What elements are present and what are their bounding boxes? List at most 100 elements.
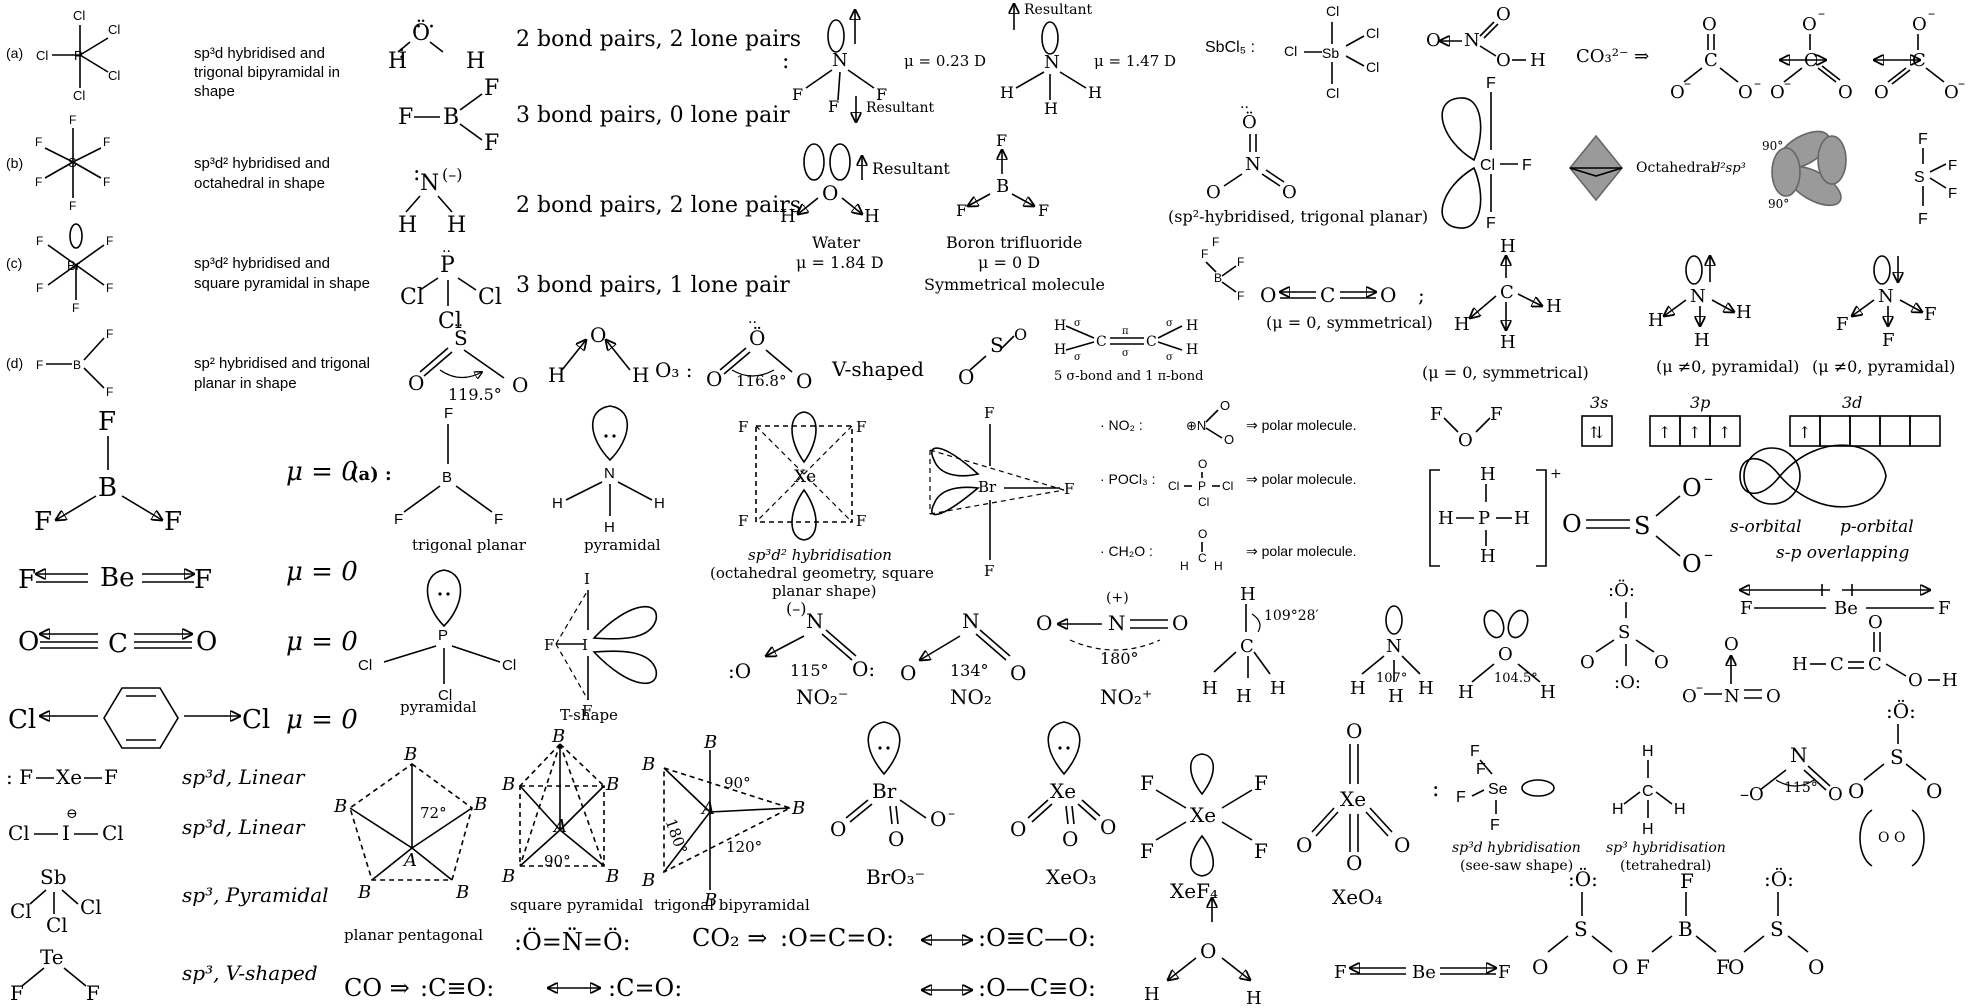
svg-text:F: F xyxy=(1476,761,1486,778)
hybridisation-row: : F Se FFF sp³d hybridisation (see-saw s… xyxy=(1432,698,1942,874)
svg-text:O: O xyxy=(1198,527,1207,541)
svg-text:H: H xyxy=(1270,678,1286,699)
svg-text:P: P xyxy=(1198,479,1206,493)
svg-text:F: F xyxy=(1498,962,1511,983)
svg-text:H: H xyxy=(1054,342,1066,358)
tbp-angle-120: 120° xyxy=(726,838,762,856)
label-c: (c) xyxy=(6,255,22,271)
pentagonal-caption: planar pentagonal xyxy=(344,926,483,944)
svg-text:O: O xyxy=(1496,4,1511,25)
svg-text::Ö:: :Ö: xyxy=(1764,866,1794,891)
svg-text:O: O xyxy=(196,627,217,657)
svg-text:H: H xyxy=(1144,984,1160,1005)
svg-text:Xe: Xe xyxy=(1340,787,1366,811)
svg-text:Ö: Ö xyxy=(749,325,765,350)
svg-text:Cl: Cl xyxy=(1366,59,1379,75)
svg-text:F: F xyxy=(984,562,994,580)
svg-text:··: ·· xyxy=(442,244,451,260)
svg-text:S: S xyxy=(1634,512,1650,540)
no2-plus-angle: 180° xyxy=(1100,649,1139,668)
svg-text:S: S xyxy=(990,333,1004,357)
xe-geom-caption-2: planar shape) xyxy=(772,582,877,600)
svg-text:H: H xyxy=(1438,508,1454,529)
svg-text:F: F xyxy=(69,113,76,127)
svg-text:(–): (–) xyxy=(442,165,462,184)
mu-zero-4: μ = 0 xyxy=(286,705,358,735)
svg-text:O: O xyxy=(1100,815,1116,839)
svg-text:O: O xyxy=(1926,779,1942,803)
svg-text:Cl: Cl xyxy=(1326,85,1339,101)
svg-text:C: C xyxy=(1912,50,1926,71)
polar-pocl3-result: ⇒ polar molecule. xyxy=(1246,471,1357,487)
svg-text:H: H xyxy=(1642,743,1654,760)
svg-text:B: B xyxy=(501,866,515,887)
svg-text:O: O xyxy=(1172,611,1188,635)
svg-text:F: F xyxy=(34,507,52,537)
svg-text:Cl: Cl xyxy=(438,309,462,334)
svg-text:F: F xyxy=(1064,480,1074,498)
svg-text:O: O xyxy=(1200,939,1216,963)
svg-text:H: H xyxy=(1088,83,1102,102)
svg-text:O: O xyxy=(1296,833,1312,857)
xef4-label: XeF₄ xyxy=(1170,879,1218,903)
svg-text:N: N xyxy=(1245,154,1261,175)
svg-text:N: N xyxy=(1386,636,1402,657)
svg-text:F: F xyxy=(98,407,116,437)
svg-text:F: F xyxy=(1918,211,1928,228)
svg-text:F: F xyxy=(1882,330,1895,351)
svg-text:O: O xyxy=(1838,82,1853,103)
svg-text:B: B xyxy=(73,358,81,372)
svg-text:H: H xyxy=(1458,682,1474,703)
o3-angle: 116.8° xyxy=(736,372,786,390)
svg-text:O: O xyxy=(930,807,946,831)
hyb-a-line1: sp³d hybridised and xyxy=(194,45,325,62)
svg-text:N: N xyxy=(604,465,615,482)
xeo4-label: XeO₄ xyxy=(1332,885,1383,909)
svg-text:H: H xyxy=(1530,50,1546,71)
svg-text:H: H xyxy=(1736,302,1752,323)
svg-text:N: N xyxy=(832,50,848,71)
svg-text:O: O xyxy=(1612,955,1628,979)
svg-text:σ: σ xyxy=(1166,352,1173,363)
svg-text:–: – xyxy=(1928,6,1935,22)
svg-text:Cl: Cl xyxy=(438,687,452,704)
svg-text:O: O xyxy=(830,817,846,841)
svg-text:F: F xyxy=(1490,817,1500,834)
svg-text::O≡C—O:: :O≡C—O: xyxy=(978,924,1096,952)
svg-text:H: H xyxy=(398,213,417,238)
svg-text:F: F xyxy=(36,358,43,372)
svg-text:O: O xyxy=(900,661,916,685)
svg-text:B: B xyxy=(501,774,515,795)
svg-text:N: N xyxy=(1044,52,1060,73)
o3-label: O₃ : xyxy=(655,358,693,382)
svg-text:O: O xyxy=(1894,830,1905,846)
sqpyr-caption: square pyramidal xyxy=(510,896,643,914)
svg-text:O: O xyxy=(1728,955,1744,979)
svg-text:H: H xyxy=(1240,584,1256,605)
svg-text:F: F xyxy=(1212,235,1219,249)
co2-note: (μ = 0, symmetrical) xyxy=(1266,313,1433,332)
no2-minus-label: NO₂⁻ xyxy=(796,685,848,709)
svg-text:··: ·· xyxy=(748,315,757,331)
svg-text:↑: ↑ xyxy=(1658,423,1671,442)
polar-ch2o-result: ⇒ polar molecule. xyxy=(1246,543,1357,559)
svg-text:H: H xyxy=(1236,686,1252,707)
svg-text:F: F xyxy=(1924,304,1937,325)
svg-text:Ö: Ö xyxy=(1242,110,1257,133)
svg-text:S: S xyxy=(1770,917,1784,941)
pyramidal-caption-2: pyramidal xyxy=(400,698,477,716)
svg-text:F: F xyxy=(103,135,110,149)
sbcl3-mol: Sb xyxy=(40,865,67,889)
svg-text:C: C xyxy=(1240,636,1254,657)
svg-text:O: O xyxy=(1394,833,1410,857)
svg-text:Cl: Cl xyxy=(1480,157,1495,174)
svg-text:F: F xyxy=(72,301,79,315)
svg-text:P: P xyxy=(74,48,83,63)
sef4-shape: (see-saw shape) xyxy=(1460,858,1573,874)
